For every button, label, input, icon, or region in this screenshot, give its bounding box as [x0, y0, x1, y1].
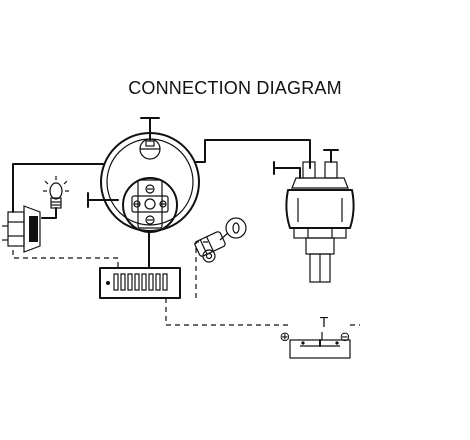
switch-rocker	[29, 216, 38, 242]
terminal-block-body	[137, 179, 163, 229]
gauge-to-sensor-wire	[195, 139, 311, 169]
lamp-bulb	[49, 182, 63, 200]
solid-wires	[12, 117, 311, 269]
key-shaft	[219, 232, 229, 241]
battery: T ⊕ ⊖	[280, 316, 351, 359]
sensor-hex-nut	[293, 227, 347, 239]
junction-strip	[99, 267, 181, 299]
diagram-title: CONNECTION DIAGRAM	[128, 78, 342, 98]
lamp	[43, 176, 69, 209]
battery-positive-label: ⊕	[280, 330, 291, 345]
lamp-base	[50, 197, 62, 209]
junction-to-battery-dashed	[165, 298, 290, 326]
ignition-key-switch	[194, 217, 247, 263]
lamp-wire	[41, 207, 57, 219]
pressure-sensor	[273, 149, 355, 283]
gauge	[100, 132, 200, 233]
sensor-cap	[291, 177, 349, 189]
lamp-ray-right	[63, 180, 68, 185]
terminal-block-ring	[122, 177, 178, 233]
junction-slots	[113, 273, 168, 291]
terminal-screw-bottom	[145, 215, 155, 225]
ignition-terminal	[202, 249, 216, 263]
battery-negative-label: ⊖	[340, 330, 351, 345]
sensor-thread-collar	[305, 237, 335, 255]
lamp-ray-left	[44, 180, 49, 185]
sensor-terminal-right	[324, 161, 338, 179]
switch-to-junction-dashed	[12, 250, 119, 268]
terminal-screw-center	[144, 198, 156, 210]
terminal-screw-top	[145, 184, 155, 194]
switch-connector	[7, 211, 25, 247]
sensor-body	[285, 189, 355, 229]
junction-strip-body	[99, 267, 181, 299]
rocker-switch	[2, 205, 41, 253]
switch-body	[23, 205, 41, 253]
gauge-to-switch-wire	[12, 163, 105, 213]
battery-ground-label: T	[319, 316, 328, 331]
key-head	[225, 217, 247, 239]
